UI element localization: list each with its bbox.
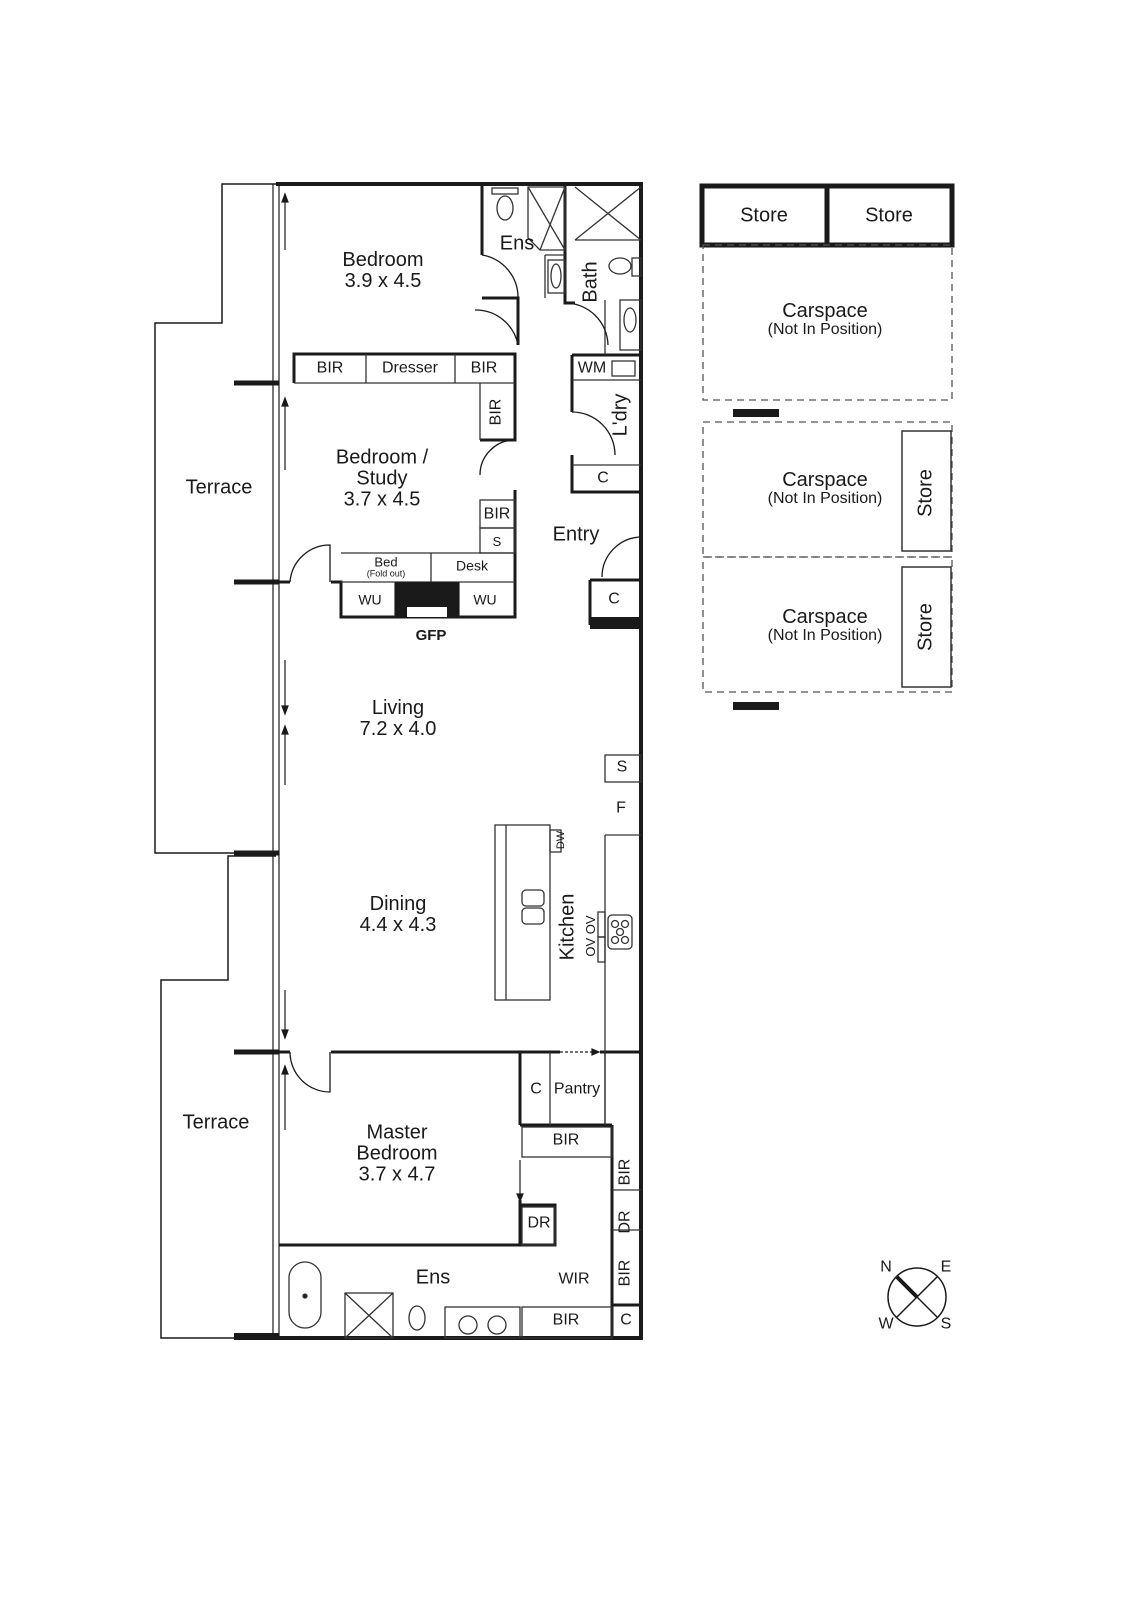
label-c-wir: C [620,1311,632,1329]
label-dr-m1: DR [527,1214,551,1232]
room-bedroom-1: Bedroom 3.9 x 4.5 [342,250,423,292]
compass-icon [887,1267,947,1327]
label-store-3: Store [914,469,937,517]
label-bir-1: BIR [316,359,344,377]
label-desk: Desk [456,557,488,574]
label-pantry: Pantry [553,1080,601,1098]
label-ov: OV OV [583,915,599,957]
label-s-study: S [492,534,502,550]
room-bedroom-study: Bedroom / Study 3.7 x 4.5 [335,446,429,511]
label-wir: WIR [558,1270,590,1288]
room-name: Bedroom / [335,446,429,469]
bed-label: Bed [374,554,398,570]
label-store-2: Store [865,204,913,227]
label-store-1: Store [740,204,788,227]
label-store-4: Store [914,603,937,651]
label-bed: Bed (Fold out) [367,555,406,578]
room-living: Living 7.2 x 4.0 [360,698,437,740]
label-bir-3: BIR [487,398,505,426]
carspace-3: Carspace (Not In Position) [768,607,883,645]
label-ens-master: Ens [415,1266,451,1289]
label-dr-m2: DR [616,1210,634,1234]
label-dresser: Dresser [381,359,439,377]
carspace-name: Carspace [782,469,868,492]
room-name: Bedroom [342,249,424,271]
label-wu-2: WU [473,591,497,608]
room-dims: 3.7 x 4.5 [343,488,421,511]
label-c-pantry: C [530,1080,542,1098]
room-name-line2: Bedroom [356,1142,438,1165]
room-master-bedroom: Master Bedroom 3.7 x 4.7 [356,1121,438,1186]
room-dining: Dining 4.4 x 4.3 [360,894,437,936]
room-name: Master [366,1121,428,1144]
label-wu-1: WU [358,591,382,608]
label-bir-m1: BIR [552,1131,580,1149]
label-c-entry: C [608,590,620,608]
label-kitchen: Kitchen [556,893,579,961]
label-terrace-top: Terrace [185,476,253,499]
label-terrace-bottom: Terrace [182,1111,250,1134]
compass-e: E [940,1258,952,1276]
room-name: Dining [369,893,427,915]
label-wm: WM [577,359,607,377]
label-laundry: L'dry [609,393,632,437]
carspace-note: (Not In Position) [767,490,883,508]
room-dims: 3.7 x 4.7 [358,1163,436,1186]
room-dims: 4.4 x 4.3 [359,914,437,936]
carspace-note: (Not In Position) [767,627,883,645]
carspace-note: (Not In Position) [767,321,883,339]
label-s-living: S [616,758,628,776]
bed-sublabel: (Fold out) [366,568,406,579]
label-f: F [616,799,626,817]
room-name-line2: Study [356,467,408,490]
label-entry: Entry [552,523,600,546]
terrace-bottom-outline [160,855,276,1339]
label-bath: Bath [579,261,602,303]
label-bir-m2: BIR [616,1158,634,1186]
carspace-1: Carspace (Not In Position) [768,301,883,339]
compass-n: N [880,1258,892,1276]
label-ens-top: Ens [499,232,535,255]
label-bir-m4: BIR [552,1311,580,1329]
compass-w: W [878,1315,894,1333]
compass-s: S [940,1315,952,1333]
carspace-2: Carspace (Not In Position) [768,470,883,508]
label-bir-4: BIR [483,505,511,523]
terrace-top-outline [154,183,276,854]
carspace-name: Carspace [782,606,868,629]
label-bir-2: BIR [470,359,498,377]
label-dw: DW [555,830,568,850]
room-dims: 3.9 x 4.5 [344,270,422,292]
label-gfp: GFP [415,627,447,645]
label-bir-m3: BIR [616,1259,634,1287]
room-dims: 7.2 x 4.0 [359,718,437,740]
label-c-laundry: C [597,469,609,487]
carspace-name: Carspace [782,300,868,323]
room-name: Living [371,697,425,719]
